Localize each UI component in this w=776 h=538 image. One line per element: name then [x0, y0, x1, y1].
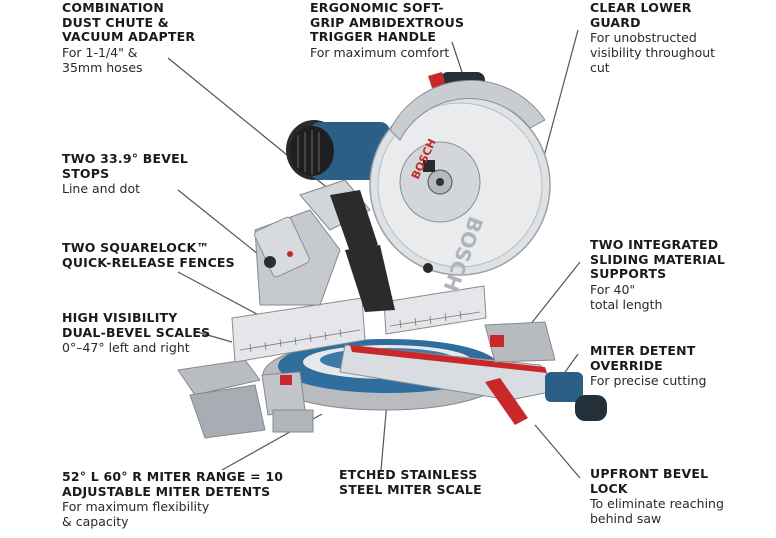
callout-bevel-scales: HIGH VISIBILITY DUAL-BEVEL SCALES 0°–47°… — [62, 310, 211, 355]
callout-desc: Line and dot — [62, 181, 140, 196]
callout-title: HIGH VISIBILITY DUAL-BEVEL SCALES — [62, 310, 211, 340]
saw-base — [262, 339, 607, 425]
callout-title: CLEAR LOWER GUARD — [590, 0, 692, 30]
callout-fences: TWO SQUARELOCK™ QUICK-RELEASE FENCES — [62, 240, 235, 270]
callout-title: TWO 33.9° BEVEL STOPS — [62, 151, 188, 181]
callout-desc: For 1-1/4" & 35mm hoses — [62, 44, 143, 75]
fences — [231, 285, 487, 363]
callout-miter-range: 52° L 60° R MITER RANGE = 10 ADJUSTABLE … — [62, 469, 284, 529]
callout-desc: For 40" total length — [590, 281, 663, 312]
callout-desc: For precise cutting — [590, 373, 707, 388]
callout-detent-override: MITER DETENT OVERRIDE For precise cuttin… — [590, 343, 707, 388]
callout-trigger-handle: ERGONOMIC SOFT- GRIP AMBIDEXTROUS TRIGGE… — [310, 0, 465, 60]
callout-miter-scale: ETCHED STAINLESS STEEL MITER SCALE — [339, 467, 482, 497]
callout-title: COMBINATION DUST CHUTE & VACUUM ADAPTER — [62, 0, 196, 44]
callout-bevel-lock: UPFRONT BEVEL LOCK To eliminate reaching… — [590, 466, 724, 526]
left-extension — [177, 359, 314, 439]
callout-desc: For maximum flexibility & capacity — [62, 499, 210, 529]
callout-title: TWO SQUARELOCK™ QUICK-RELEASE FENCES — [62, 240, 235, 270]
callout-desc: 0°–47° left and right — [62, 340, 190, 355]
callout-title: ERGONOMIC SOFT- GRIP AMBIDEXTROUS TRIGGE… — [310, 0, 465, 44]
callout-title: UPFRONT BEVEL LOCK — [590, 466, 709, 496]
bevel-column — [254, 209, 341, 306]
callout-title: MITER DETENT OVERRIDE — [590, 343, 696, 373]
callout-bevel-stops: TWO 33.9° BEVEL STOPS Line and dot — [62, 151, 188, 196]
callout-title: ETCHED STAINLESS STEEL MITER SCALE — [339, 467, 482, 497]
callout-title: TWO INTEGRATED SLIDING MATERIAL SUPPORTS — [590, 237, 726, 281]
blade-guard: BOSCH BOSCH — [369, 79, 551, 295]
callout-desc: To eliminate reaching behind saw — [590, 496, 724, 526]
callout-desc: For unobstructed visibility throughout c… — [590, 30, 716, 75]
callout-lower-guard: CLEAR LOWER GUARD For unobstructed visib… — [590, 0, 716, 75]
callout-desc: For maximum comfort — [310, 44, 450, 60]
callout-title: 52° L 60° R MITER RANGE = 10 ADJUSTABLE … — [62, 469, 284, 499]
callout-material-supports: TWO INTEGRATED SLIDING MATERIAL SUPPORTS… — [590, 237, 726, 312]
callout-dust-chute: COMBINATION DUST CHUTE & VACUUM ADAPTER … — [62, 0, 196, 75]
right-extension — [484, 321, 556, 363]
